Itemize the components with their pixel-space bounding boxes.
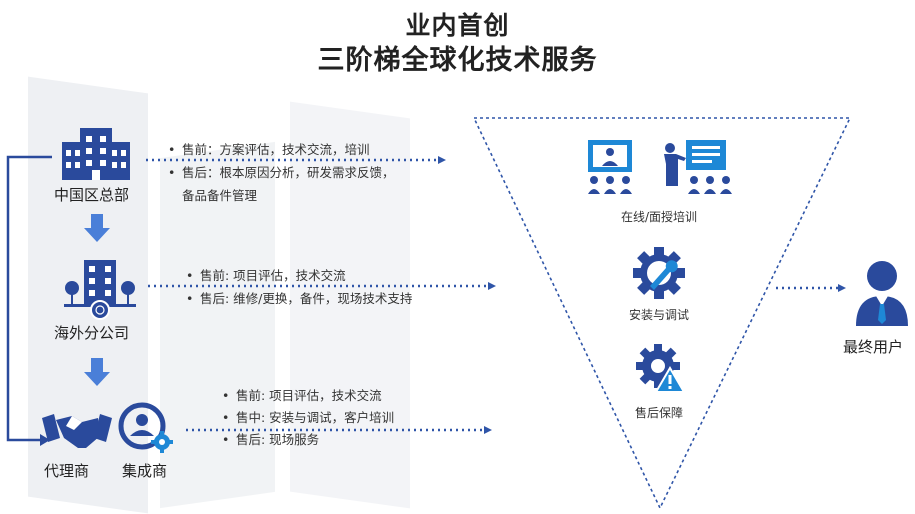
partner-bullet: •售前: 项目评估，技术交流 [222, 388, 382, 403]
partner-bullet: •售中: 安装与调试，客户培训 [222, 410, 395, 425]
agent-label: 代理商 [44, 462, 90, 480]
headquarters-label: 中国区总部 [54, 186, 130, 204]
funnel-item-installation-label: 安装与调试 [628, 308, 689, 322]
hq-bullet: •售前：方案评估，技术交流，培训 [168, 142, 370, 157]
overseas-bullet: •售前: 项目评估，技术交流 [186, 268, 346, 283]
headquarters-building-icon [62, 128, 130, 180]
gear-warning-icon [636, 344, 686, 393]
overseas-branch-building-icon [64, 260, 136, 320]
down-arrow-icon [84, 358, 110, 386]
partner-bullet: •售后: 现场服务 [222, 432, 320, 447]
integrator-label: 集成商 [122, 462, 168, 480]
down-arrow-icon [84, 214, 110, 242]
title-line-2: 三阶梯全球化技术服务 [317, 45, 598, 76]
end-user-icon [856, 261, 908, 326]
funnel-item-training-label: 在线/面授培训 [620, 210, 698, 224]
training-icon [588, 140, 732, 194]
gear-wrench-icon [633, 247, 685, 299]
title-line-1: 业内首创 [405, 11, 510, 40]
funnel-item-aftersales-label: 售后保障 [634, 406, 683, 420]
integrator-person-gear-icon [118, 402, 173, 453]
hq-bullet-continued: 备品备件管理 [182, 188, 258, 203]
end-user-label: 最终用户 [843, 338, 904, 356]
hq-bullet: •售后：根本原因分析，研发需求反馈， [168, 165, 395, 180]
overseas-bullet: •售后: 维修/更换，备件，现场技术支持 [186, 291, 413, 306]
handshake-icon [42, 414, 112, 448]
overseas-branch-label: 海外分公司 [54, 324, 130, 342]
